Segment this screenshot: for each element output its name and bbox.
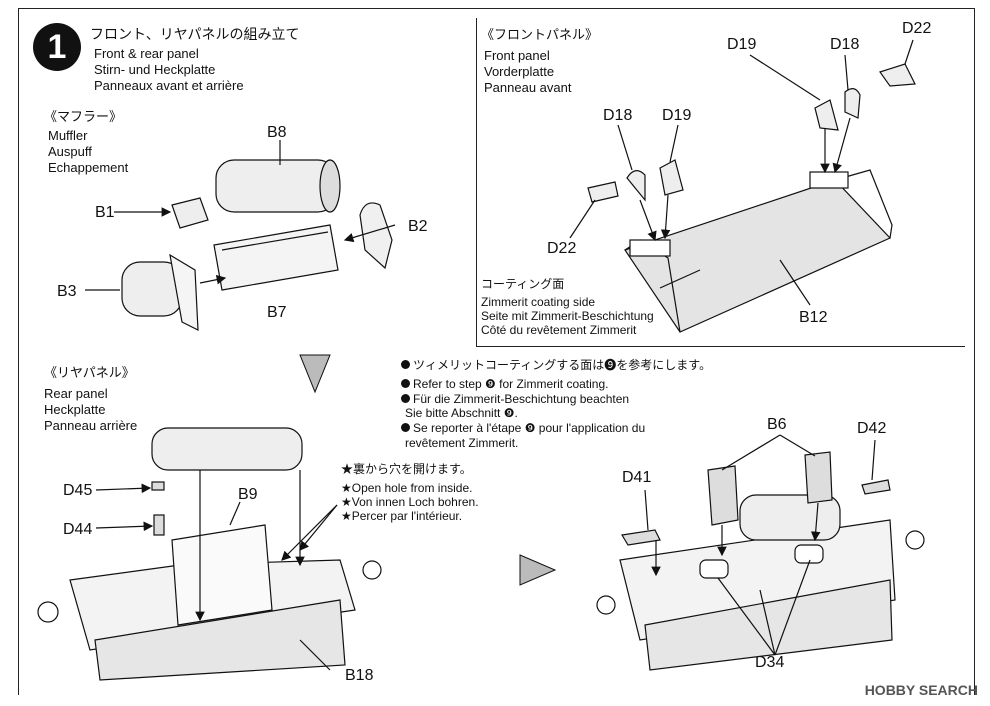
muffler-b3-part	[121, 253, 199, 331]
bullet-icon	[401, 379, 410, 388]
note-en-text: Refer to step ❾ for Zimmerit coating.	[413, 377, 609, 391]
step-title-en: Front & rear panel	[94, 46, 199, 61]
front-d22-top-part	[879, 63, 916, 87]
part-label-b1: B1	[95, 204, 115, 221]
note-fr1-text: Se reporter à l'étape ❾ pour l'applicati…	[413, 421, 646, 435]
note-en: Refer to step ❾ for Zimmerit coating.	[401, 377, 609, 392]
muffler-en: Muffler	[48, 128, 88, 143]
down-arrow-icon	[299, 354, 331, 394]
part-label-b8: B8	[267, 124, 287, 141]
rear-d44-part	[153, 514, 165, 536]
part-label-b2: B2	[408, 218, 428, 235]
bullet-icon	[401, 394, 410, 403]
muffler-heading-jp: 《マフラー》	[44, 109, 123, 124]
muffler-b7-part	[213, 224, 339, 291]
part-label-d34: D34	[755, 654, 785, 671]
muffler-b8-part	[215, 159, 341, 213]
muffler-de: Auspuff	[48, 144, 92, 159]
front-panel-fr: Panneau avant	[484, 80, 572, 95]
muffler-b1-part	[171, 197, 209, 229]
final-assembly	[596, 451, 925, 671]
front-d19-top-part	[814, 99, 839, 131]
right-arrow-icon	[519, 554, 557, 586]
note-jp-text: ツィメリットコーティングする面は❾を参考にします。	[413, 358, 712, 372]
part-label-d45: D45	[63, 482, 93, 499]
watermark-text: HOBBY SEARCH	[864, 682, 978, 698]
note-de1: Für die Zimmerit-Beschichtung beachten	[401, 392, 629, 407]
note-de2: Sie bitte Abschnitt ❾.	[405, 406, 518, 420]
page-frame	[18, 8, 975, 695]
part-label-b9: B9	[238, 486, 258, 503]
rear-panel-en: Rear panel	[44, 386, 108, 401]
step-title-de: Stirn- und Heckplatte	[94, 62, 216, 77]
rear-panel-assembly	[37, 427, 382, 681]
part-label-d41: D41	[622, 469, 652, 486]
step-number-badge: 1	[33, 23, 81, 71]
note-fr1: Se reporter à l'étape ❾ pour l'applicati…	[401, 421, 645, 436]
hole-note-fr: ★Percer par l'intérieur.	[341, 509, 463, 523]
hole-note-en: ★Open hole from inside.	[341, 481, 473, 495]
note-de1-text: Für die Zimmerit-Beschichtung beachten	[413, 392, 630, 406]
note-fr2: revêtement Zimmerit.	[405, 436, 519, 450]
rear-panel-de: Heckplatte	[44, 402, 106, 417]
front-panel-box	[476, 18, 965, 347]
note-jp: ツィメリットコーティングする面は❾を参考にします。	[401, 358, 711, 373]
coating-jp: コーティング面	[481, 277, 565, 291]
part-label-d44: D44	[63, 521, 93, 538]
rear-panel-heading-jp: 《リヤパネル》	[44, 365, 135, 380]
part-label-b18: B18	[345, 667, 374, 684]
part-label-d22-left: D22	[547, 240, 577, 257]
bullet-icon	[401, 423, 410, 432]
hole-note-de: ★Von innen Loch bohren.	[341, 495, 479, 509]
part-label-d42: D42	[857, 420, 887, 437]
coating-fr: Côté du revêtement Zimmerit	[481, 323, 637, 337]
part-label-d22-top: D22	[902, 20, 932, 37]
step-title-jp: フロント、リヤパネルの組み立て	[90, 26, 300, 42]
coating-de: Seite mit Zimmerit-Beschichtung	[481, 309, 654, 323]
coating-en: Zimmerit coating side	[481, 295, 596, 309]
part-label-b12: B12	[799, 309, 828, 326]
rear-panel-fr: Panneau arrière	[44, 418, 138, 433]
muffler-b2-part	[359, 202, 393, 270]
part-label-b7: B7	[267, 304, 287, 321]
hole-note-jp: ★裏から穴を開けます。	[341, 462, 472, 476]
part-label-d19-left: D19	[662, 107, 692, 124]
part-label-b6: B6	[767, 416, 787, 433]
front-d22-part	[587, 181, 619, 203]
front-d18-top-part	[844, 88, 861, 119]
front-panel-heading-jp: 《フロントパネル》	[481, 27, 599, 42]
bullet-icon	[401, 360, 410, 369]
part-label-d18-left: D18	[603, 107, 633, 124]
part-label-b3: B3	[57, 283, 77, 300]
front-panel-de: Vorderplatte	[484, 64, 555, 79]
front-panel-en: Front panel	[484, 48, 550, 63]
part-label-d19-top: D19	[727, 36, 757, 53]
part-label-d18-top: D18	[830, 36, 860, 53]
rear-d45-part	[151, 481, 165, 491]
step-title-fr: Panneaux avant et arrière	[94, 78, 244, 93]
muffler-fr: Echappement	[48, 160, 129, 175]
front-panel-b12-part	[624, 169, 893, 333]
front-d18-part	[626, 170, 646, 202]
front-d19-part	[659, 159, 684, 196]
